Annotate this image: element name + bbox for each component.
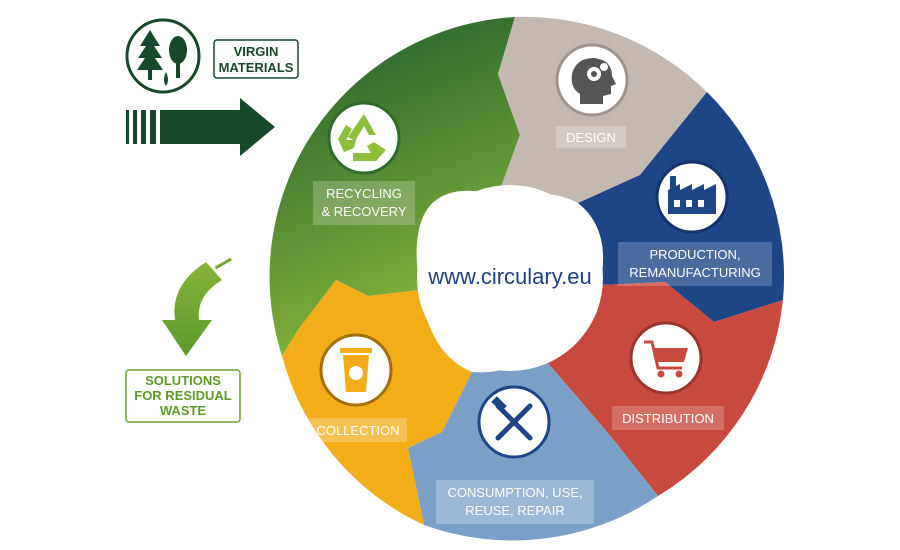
production-label-line1: PRODUCTION, [650, 247, 741, 262]
consumption-label-line1: CONSUMPTION, USE, [447, 485, 582, 500]
recycling-label-box [313, 181, 415, 225]
consumption-label-box [436, 480, 594, 524]
design-icon-badge [555, 43, 629, 117]
shopping-cart-icon [644, 340, 688, 378]
collection-icon-badge [319, 333, 393, 407]
consumption-icon-badge [477, 385, 551, 459]
design-label-box [556, 126, 626, 148]
trees-icon [137, 30, 187, 86]
virgin-materials-label-line1: VIRGIN [234, 44, 279, 59]
residual-waste-label-line1: SOLUTIONS [145, 373, 221, 388]
residual-waste-label-line2: FOR RESIDUAL [134, 388, 232, 403]
virgin-materials-label-box [213, 39, 299, 79]
consumption-label-line2: REUSE, REPAIR [465, 503, 564, 518]
collection-label-box [309, 418, 407, 442]
segment-recycling [269, 17, 520, 356]
factory-icon [668, 176, 716, 214]
production-icon-badge [655, 160, 729, 234]
recycle-icon [338, 114, 386, 161]
virgin-materials-arrow [126, 98, 275, 156]
recycling-label-line2: & RECOVERY [321, 204, 406, 219]
design-label: DESIGN [566, 130, 616, 145]
recycling-icon-badge [327, 101, 401, 175]
virgin-materials-label-line2: MATERIALS [219, 60, 294, 75]
segment-collection [282, 280, 472, 525]
residual-waste-arrow [162, 257, 232, 356]
residual-waste-label-line3: WASTE [160, 403, 207, 418]
production-label-line2: REMANUFACTURING [629, 265, 760, 280]
center-url: www.circulary.eu [427, 264, 591, 289]
recycle-bin-icon [340, 348, 372, 392]
residual-waste-label-box [125, 369, 241, 423]
production-label-box [618, 242, 772, 286]
center-circle [417, 185, 603, 371]
distribution-label-box [612, 406, 724, 430]
collection-label: COLLECTION [316, 423, 399, 438]
distribution-label: DISTRIBUTION [622, 411, 714, 426]
distribution-icon-badge [629, 321, 703, 395]
head-gears-icon [571, 58, 616, 104]
tools-icon [491, 396, 533, 441]
virgin-materials-icon-badge [125, 18, 201, 94]
recycling-label-line1: RECYCLING [326, 186, 402, 201]
